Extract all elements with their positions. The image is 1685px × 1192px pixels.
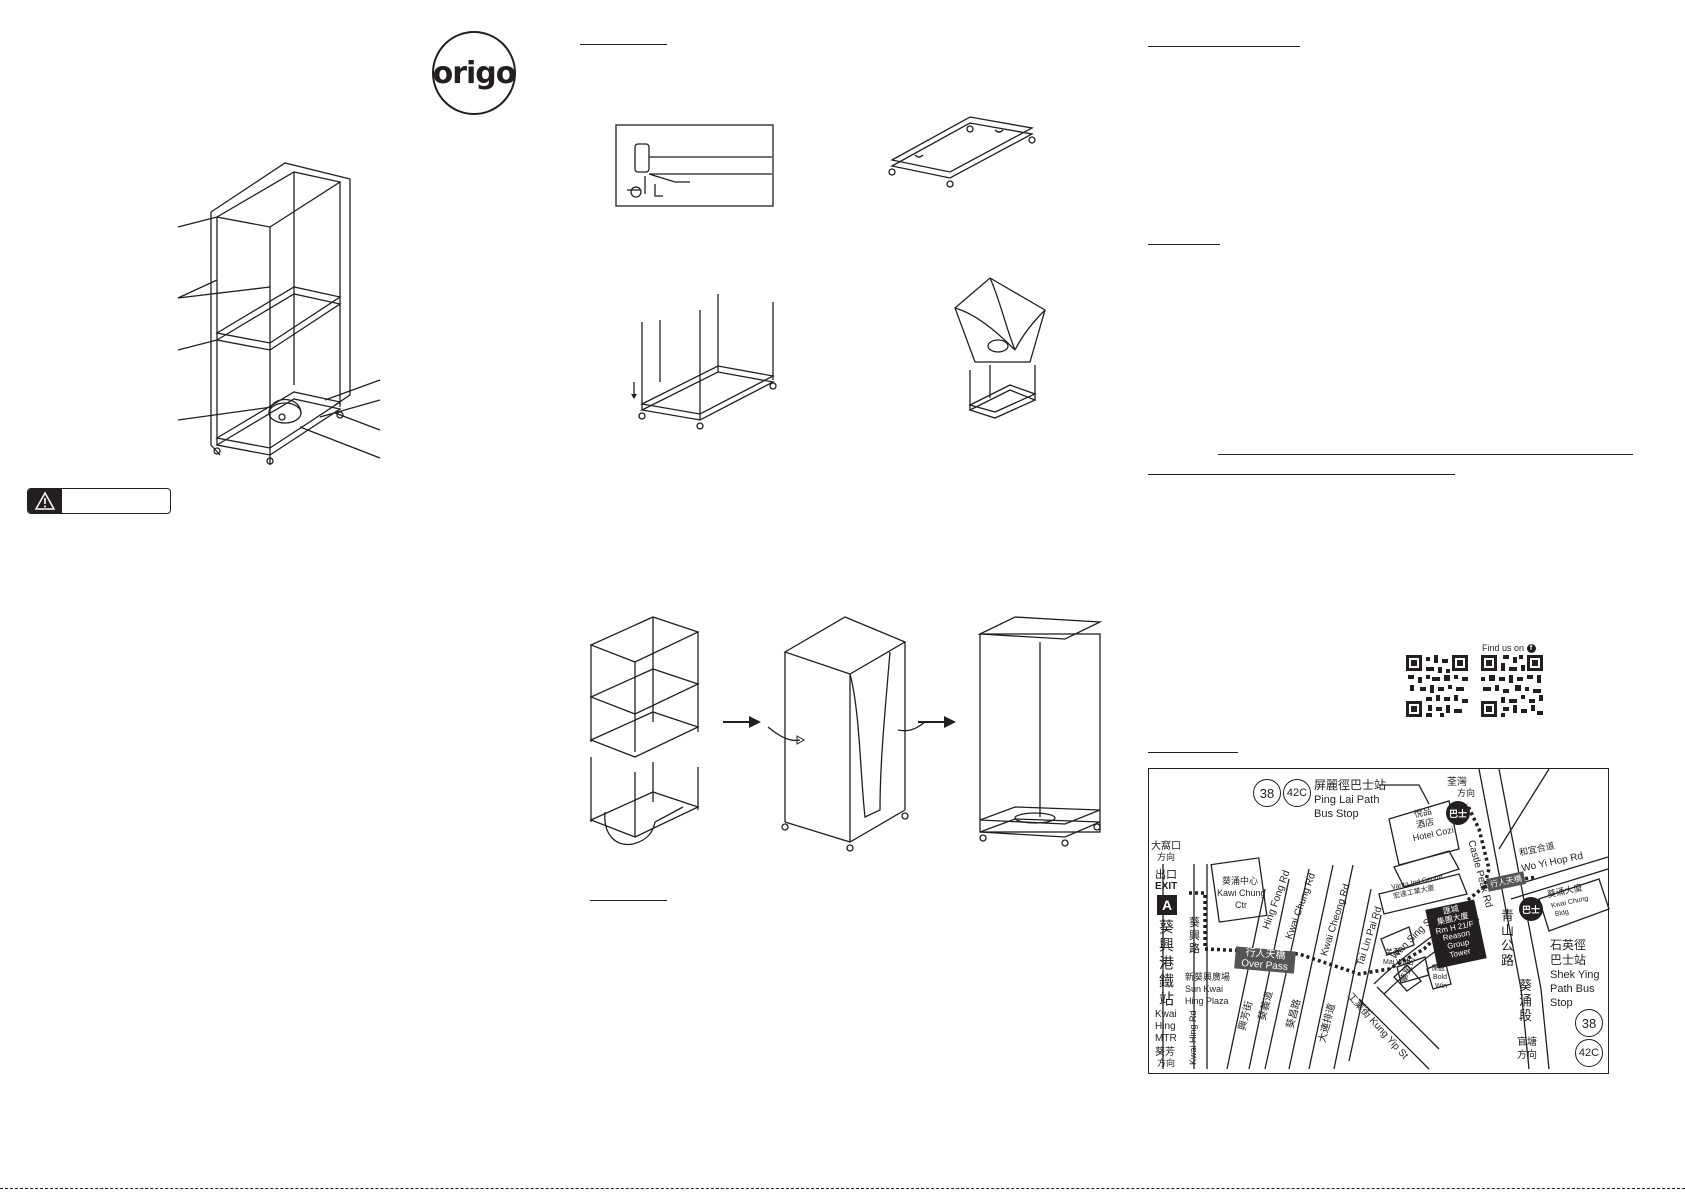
qr-code-facebook <box>1481 655 1543 717</box>
kwai-hing-rd-zh-vertical: 葵 興 路 <box>1189 917 1200 956</box>
kwai-hing-rd-label: Kwai Hing Rd <box>1188 1010 1198 1065</box>
fold-line <box>0 1188 1685 1189</box>
stop-pointer-line <box>1379 784 1430 805</box>
kwun-tong-dir1: 官塘 <box>1517 1037 1537 1048</box>
tai-wo-hau-dir: 方向 <box>1157 852 1176 862</box>
tsuen-wan-dir: 方向 <box>1457 788 1476 798</box>
shek-ying-en3: Stop <box>1550 997 1573 1009</box>
caster-insert-detail <box>615 124 774 207</box>
exit-en: EXIT <box>1155 881 1178 892</box>
wardrobe-frame-illustration <box>177 162 381 465</box>
sun-kwai-en2: Hing Plaza <box>1185 996 1229 1006</box>
shek-ying-zh1: 石英徑 <box>1550 938 1587 952</box>
tai-wo-hau-zh: 大窩口 <box>1151 841 1181 852</box>
section-header-rule <box>1148 752 1238 753</box>
kwai-chung-ctr-en1: Kawi Chung <box>1217 888 1266 898</box>
heater-mount-illustration <box>954 277 1046 419</box>
bus-stop-icon: 巴士 <box>1446 801 1470 825</box>
ping-lai-stop-en1: Ping Lai Path <box>1314 794 1380 806</box>
kwai-chung-sec-zh-vertical: 葵 涌 段 <box>1519 978 1533 1023</box>
warning-label-box <box>27 488 171 514</box>
bus-route-42c-badge: 42C <box>1575 1039 1603 1067</box>
destination-star-icon: ★ <box>1473 897 1482 908</box>
link-underline <box>1218 454 1633 455</box>
link-underline <box>1148 474 1455 475</box>
mai-wah-zh: 美華 <box>1385 948 1401 957</box>
find-us-on-text: Find us on <box>1482 643 1525 653</box>
shek-ying-en2: Path Bus <box>1550 983 1595 995</box>
shek-ying-en1: Shek Ying <box>1550 969 1600 981</box>
bus-route-42c-badge: 42C <box>1283 779 1311 807</box>
section-header-rule <box>1148 46 1300 47</box>
bus-route-38-badge: 38 <box>1253 779 1281 807</box>
facebook-icon: f <box>1526 644 1536 654</box>
find-us-on-label: Find us on f <box>1482 643 1536 654</box>
cover-zipping-illustration <box>767 616 926 852</box>
kwun-tong-dir2: 方向 <box>1517 1050 1537 1061</box>
section-header-rule <box>580 44 667 45</box>
bold-win-zh: 保盈 <box>1431 965 1445 972</box>
arrow-right-icon <box>918 716 956 728</box>
warning-icon <box>28 489 62 513</box>
logo-text: origo <box>432 55 517 91</box>
section-header-rule <box>590 900 667 901</box>
frame-with-cover-illustration <box>589 616 700 846</box>
ping-lai-stop-en2: Bus Stop <box>1314 808 1359 820</box>
shek-ying-zh2: 巴士站 <box>1550 953 1587 967</box>
kwai-hing-mtr-zh-vertical: 葵 興 港 鐵 站 <box>1159 919 1175 1008</box>
exit-zh: 出口 <box>1155 869 1177 881</box>
arrow-right-icon <box>723 716 761 728</box>
tsuen-wan-zh: 荃灣 <box>1447 777 1467 788</box>
map-roads <box>1162 768 1610 1070</box>
base-frame-illustration <box>888 116 1036 188</box>
hotel-cozi-block: 悅品 酒店 Hotel Cozi <box>1411 805 1455 844</box>
kwai-fong-zh: 葵芳 <box>1155 1047 1175 1058</box>
mai-wah-en: Mai Wah <box>1383 959 1411 966</box>
finished-wardrobe-illustration <box>977 616 1103 847</box>
kwai-fong-dir: 方向 <box>1157 1058 1176 1068</box>
bus-stop-icon: 巴士 <box>1519 897 1543 921</box>
ping-lai-stop-zh: 屏麗徑巴士站 <box>1314 778 1387 792</box>
location-map: 38 42C 屏麗徑巴士站 Ping Lai Path Bus Stop 荃灣 … <box>1148 768 1610 1074</box>
section-header-rule <box>1148 244 1220 245</box>
bold-win-en1: Bold <box>1433 974 1448 981</box>
kwai-chung-ctr-zh: 葵涌中心 <box>1222 876 1259 886</box>
sun-kwai-en1: Sun Kwai <box>1185 984 1224 994</box>
qr-code-website <box>1406 655 1468 717</box>
castle-peak-zh-vertical: 青 山 公 路 <box>1501 908 1515 968</box>
sun-kwai-zh: 新葵興廣場 <box>1185 972 1231 982</box>
origo-logo: origo <box>432 31 516 115</box>
exit-a-badge: A <box>1157 895 1177 915</box>
kwai-chung-ctr-en2: Ctr <box>1235 900 1247 910</box>
uprights-illustration <box>631 294 777 430</box>
bus-route-38-badge: 38 <box>1575 1009 1603 1037</box>
kwai-hing-mtr-en: Kwai Hing MTR <box>1155 1009 1177 1044</box>
bold-win-en2: Win <box>1435 983 1448 990</box>
